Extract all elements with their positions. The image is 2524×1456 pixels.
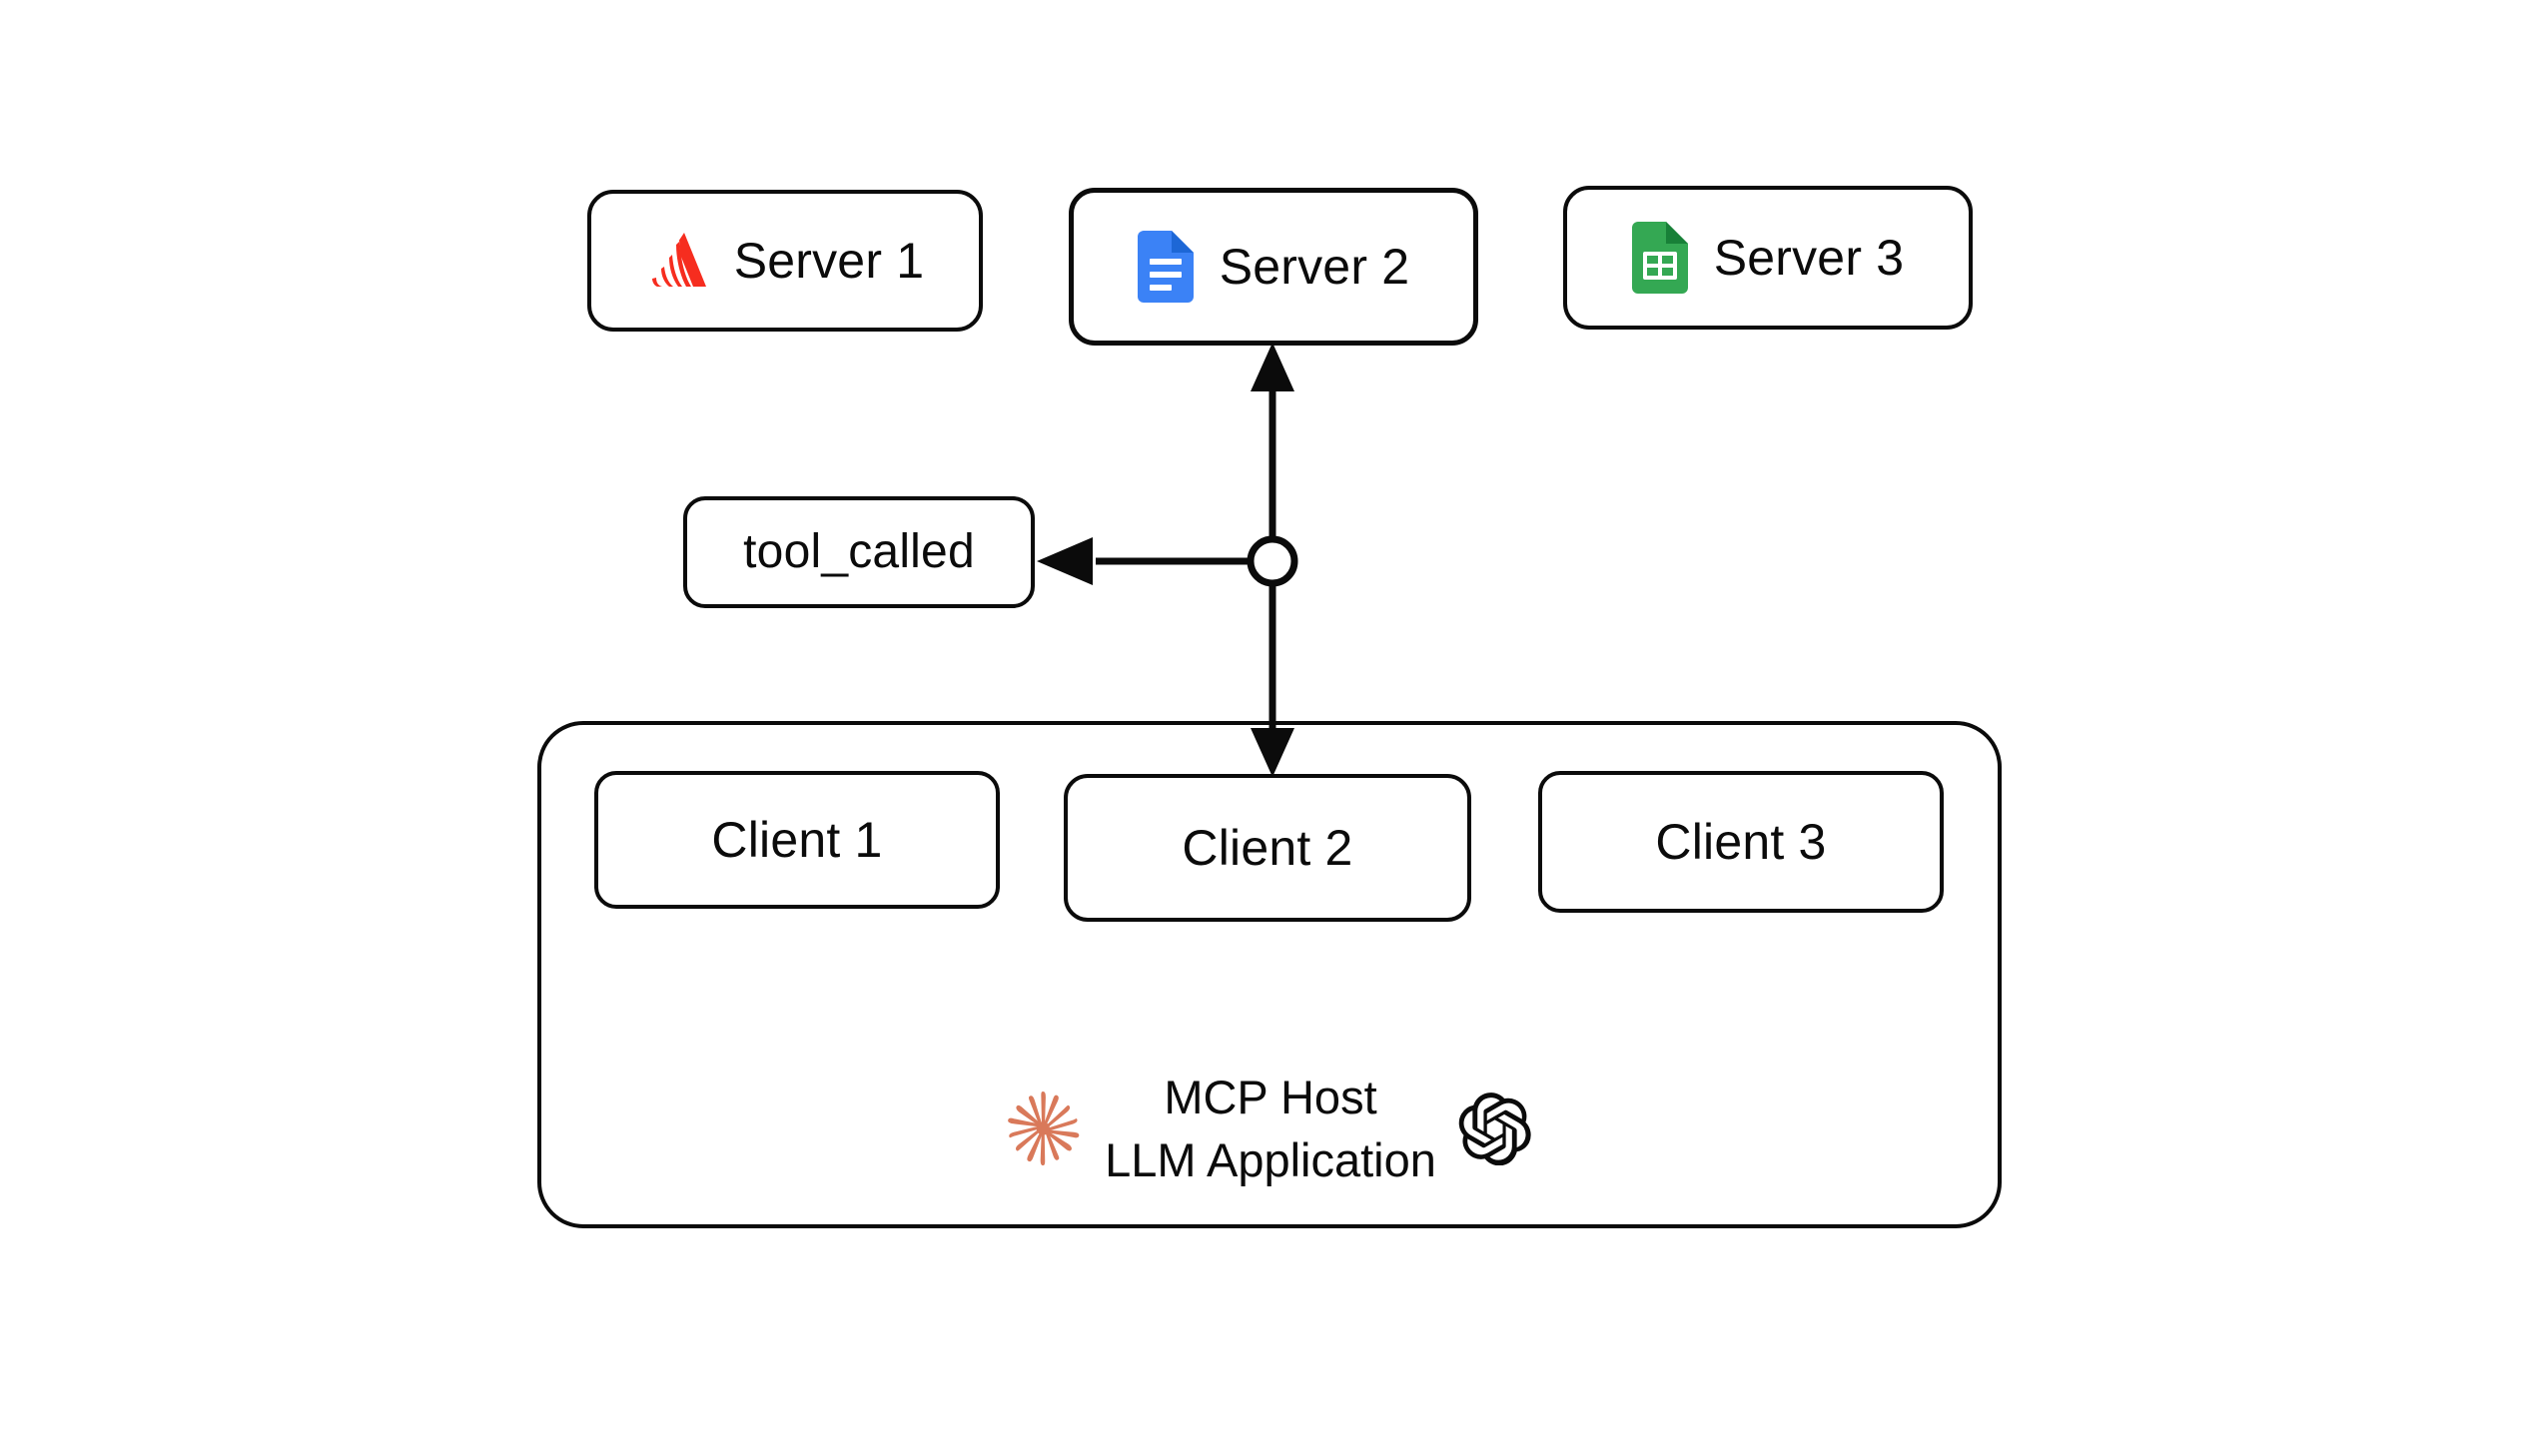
server-2-label: Server 2: [1219, 239, 1410, 295]
host-caption-text: MCP Host LLM Application: [1105, 1070, 1436, 1188]
client-3-node[interactable]: Client 3: [1538, 771, 1944, 913]
openai-knot-icon: [1458, 1092, 1531, 1165]
server-1-label: Server 1: [733, 233, 925, 289]
mcp-host-caption: MCP Host LLM Application: [959, 1054, 1578, 1203]
client-1-label: Client 1: [711, 812, 883, 868]
client-3-label: Client 3: [1655, 814, 1827, 870]
google-sheets-icon: [1631, 222, 1688, 294]
mcp-host-line: MCP Host: [1164, 1070, 1377, 1123]
google-docs-icon: [1137, 231, 1194, 303]
left-arrow-head: [1037, 537, 1093, 585]
junction-circle: [1247, 535, 1298, 587]
server-2-node[interactable]: Server 2: [1069, 188, 1478, 346]
tool-called-label: tool_called: [743, 525, 975, 578]
client-2-node[interactable]: Client 2: [1064, 774, 1471, 922]
llm-application-line: LLM Application: [1105, 1133, 1436, 1186]
red-triangle-waves-icon: [648, 233, 706, 287]
client-2-label: Client 2: [1182, 820, 1353, 876]
anthropic-sunburst-icon: [1008, 1092, 1080, 1165]
client-1-node[interactable]: Client 1: [594, 771, 1000, 909]
up-arrow-head: [1251, 343, 1294, 391]
server-3-label: Server 3: [1713, 230, 1905, 286]
server-1-node[interactable]: Server 1: [587, 190, 983, 332]
server-3-node[interactable]: Server 3: [1563, 186, 1973, 330]
tool-called-node[interactable]: tool_called: [683, 496, 1035, 608]
